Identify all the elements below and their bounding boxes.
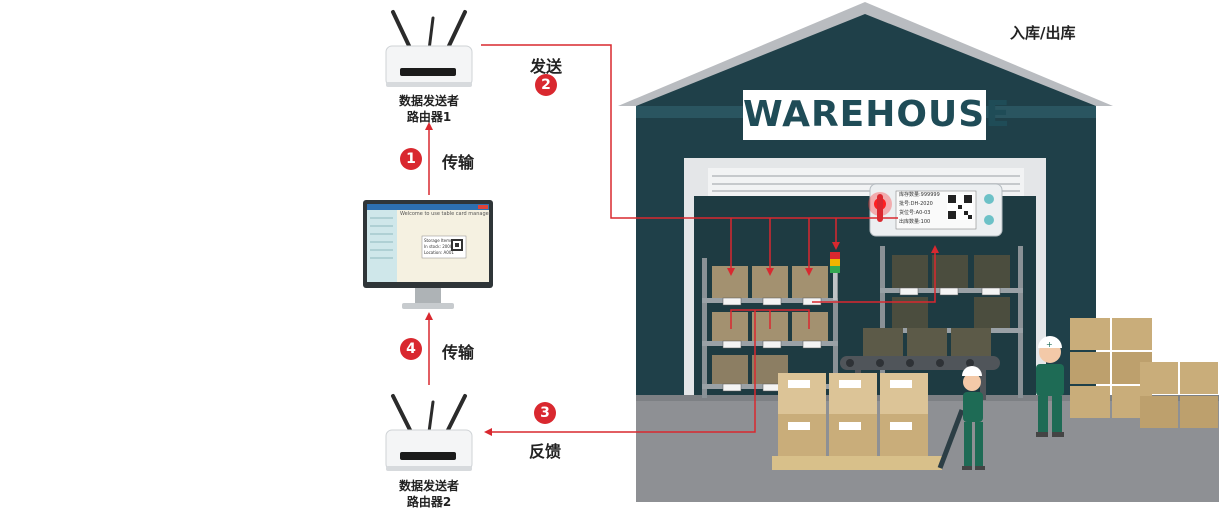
esl-line-outbound: 出库数量:100 bbox=[899, 219, 931, 225]
esl-line-stock: 库存数量:999999 bbox=[899, 192, 940, 198]
esl-display-device bbox=[868, 183, 1003, 237]
monitor-tag-line-2: In stock: 2000 bbox=[424, 244, 453, 249]
router-2-device bbox=[385, 394, 473, 471]
pallet-boxes bbox=[772, 373, 942, 470]
router-1-label: 数据发送者 路由器1 bbox=[374, 93, 484, 125]
step-2-badge: 2 bbox=[535, 74, 557, 96]
outside-boxes bbox=[1070, 318, 1218, 428]
monitor-device bbox=[363, 200, 493, 309]
router-2-title: 数据发送者 bbox=[398, 479, 459, 493]
step-4-badge: 4 bbox=[400, 338, 422, 360]
svg-text:+: + bbox=[1046, 340, 1053, 349]
step-3-label: 反馈 bbox=[529, 442, 562, 461]
signal-light-tower bbox=[830, 252, 840, 300]
monitor-tag-line-3: Location: A001 bbox=[424, 250, 454, 255]
monitor-screen-title: Welcome to use table card management sys… bbox=[400, 211, 490, 217]
flow-arrows bbox=[425, 44, 939, 436]
step-1-badge: 1 bbox=[400, 148, 422, 170]
router-2-name: 路由器2 bbox=[406, 495, 452, 509]
monitor-tag-line-1: Storage Items bbox=[424, 238, 453, 243]
step-3-badge: 3 bbox=[534, 402, 556, 424]
step-1-label: 传输 bbox=[442, 153, 475, 172]
router-1-name: 路由器1 bbox=[406, 110, 452, 124]
esl-line-location: 货位号:A0-03 bbox=[899, 210, 931, 216]
step-2-label: 发送 bbox=[530, 57, 563, 76]
worker-inspector: + bbox=[1036, 336, 1064, 437]
warehouse-sign: WAREHOUSE bbox=[743, 90, 1010, 140]
left-shelf bbox=[702, 258, 838, 398]
inbound-outbound-caption: 入库/出库 bbox=[1010, 24, 1076, 42]
esl-line-batch: 批号:DH-2020 bbox=[899, 201, 933, 207]
router-2-label: 数据发送者 路由器2 bbox=[374, 478, 484, 510]
router-1-title: 数据发送者 bbox=[398, 94, 459, 108]
step-4-label: 传输 bbox=[442, 343, 475, 362]
router-1-device bbox=[385, 10, 473, 87]
worker-pallet-jack bbox=[937, 366, 985, 470]
